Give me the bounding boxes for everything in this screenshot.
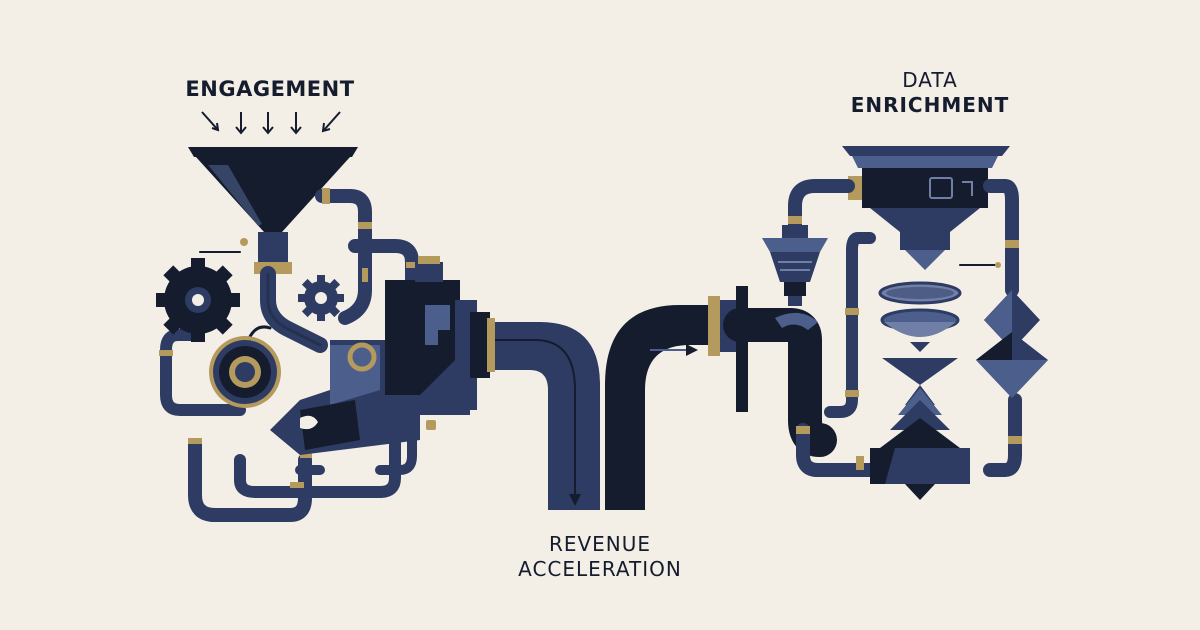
arrow-down-icon bbox=[201, 111, 219, 131]
revenue-line2: ACCELERATION bbox=[518, 557, 682, 581]
arrow-down-icon bbox=[323, 111, 341, 131]
data-enrichment-line1: DATA bbox=[902, 68, 958, 92]
funnel-icon bbox=[188, 147, 358, 274]
diamond-icon bbox=[976, 290, 1048, 398]
gear-icon bbox=[209, 336, 281, 408]
data-enrichment-line2: ENRICHMENT bbox=[850, 93, 1010, 117]
sorter-icon bbox=[870, 358, 970, 500]
data-enrichment-label: DATA ENRICHMENT bbox=[810, 68, 1050, 118]
pipe-icon bbox=[160, 189, 419, 522]
revenue-line1: REVENUE bbox=[548, 532, 652, 556]
pipe-couplings bbox=[159, 188, 436, 488]
pipe-icon bbox=[495, 286, 748, 510]
filter-icon bbox=[878, 281, 962, 352]
revenue-acceleration-label: REVENUE ACCELERATION bbox=[470, 532, 730, 582]
input-arrows bbox=[201, 111, 341, 135]
gear-icon bbox=[298, 275, 344, 321]
pipe-couplings bbox=[788, 216, 1022, 470]
pipe-icon bbox=[723, 179, 1022, 477]
gear-icon bbox=[156, 258, 240, 342]
processing-machine bbox=[270, 256, 495, 455]
engagement-text: ENGAGEMENT bbox=[185, 77, 355, 101]
enrichment-hopper bbox=[842, 146, 1010, 270]
engagement-label: ENGAGEMENT bbox=[150, 76, 390, 102]
valve-icon bbox=[762, 225, 828, 330]
